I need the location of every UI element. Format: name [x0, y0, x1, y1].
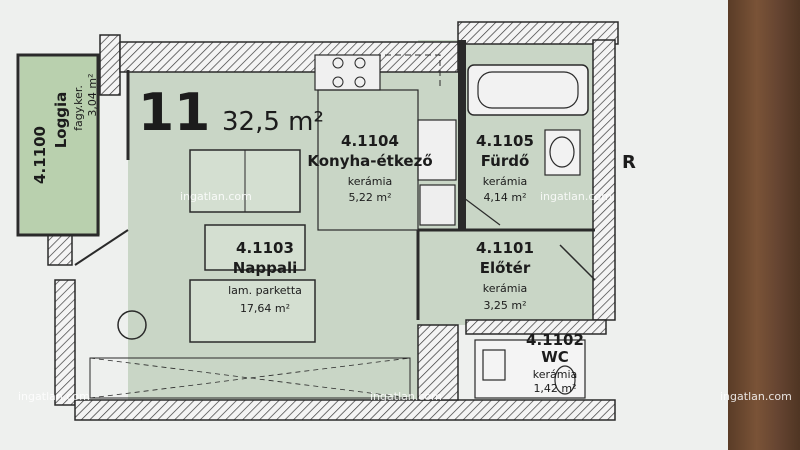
room-area: 5,22 m² — [348, 191, 391, 204]
burner-icon — [354, 57, 366, 69]
wall-bath-left — [458, 40, 466, 230]
loggia-door-swing — [74, 229, 129, 266]
loggia-name: Loggia — [52, 92, 70, 149]
room-area: 1,42 m² — [533, 382, 576, 395]
kitchen-sink — [417, 119, 457, 181]
bath-door — [459, 194, 501, 226]
room-number: 4.1102 — [526, 331, 584, 349]
toilet — [554, 365, 576, 395]
room-number: 4.1104 — [341, 132, 399, 150]
bathtub-basin — [477, 71, 579, 109]
burner-icon — [332, 76, 344, 88]
washbasin-bowl — [549, 136, 575, 168]
wall-left-stub — [47, 234, 73, 266]
room-number: 4.1101 — [476, 239, 534, 257]
room-number: 4.1103 — [236, 239, 294, 257]
room-material: kerámia — [483, 175, 528, 188]
burner-icon — [354, 76, 366, 88]
room-name: Nappali — [233, 259, 298, 277]
room-material: lam. parketta — [228, 284, 302, 297]
room-material: kerámia — [483, 282, 528, 295]
wall-loggia-top — [99, 34, 121, 96]
room-material: kerámia — [533, 368, 578, 381]
room-area: 3,25 m² — [483, 299, 526, 312]
wall-bottom — [74, 399, 616, 421]
wall-right — [592, 39, 616, 321]
room-area: 17,64 m² — [240, 302, 290, 315]
sofa — [189, 279, 316, 343]
wardrobe — [89, 357, 411, 399]
room-number: 4.1105 — [476, 132, 534, 150]
coffee-table — [204, 224, 306, 271]
room-number: 4.1100 — [31, 126, 49, 184]
loggia-outline — [16, 53, 100, 237]
wall-top-right — [457, 21, 619, 45]
wall-left — [54, 279, 76, 406]
loggia-material: fagy.ker. — [72, 85, 85, 131]
room-material: fagy.ker. — [72, 85, 85, 131]
wc-basin — [482, 349, 506, 381]
wall-top — [119, 41, 459, 73]
room-name: Előtér — [480, 259, 531, 277]
wall-wc-left — [417, 324, 459, 401]
room-name: Loggia — [52, 92, 70, 149]
side-letter: R — [622, 152, 636, 173]
loggia-label: 4.1100 — [31, 126, 49, 184]
entrance-door — [559, 244, 596, 281]
wall-wc-top — [465, 319, 607, 335]
kitchen-cabinet-line — [315, 54, 441, 90]
burner-icon — [332, 57, 344, 69]
room-material: kerámia — [348, 175, 393, 188]
room-area: 4,14 m² — [483, 191, 526, 204]
armchair — [117, 310, 147, 340]
wooden-desk — [728, 0, 800, 450]
watermark: ingatlan.com — [370, 390, 442, 403]
kitchen-counter — [317, 89, 419, 231]
apartment-area: 32,5 m² — [222, 107, 324, 137]
watermark: ingatlan.com — [540, 190, 612, 203]
loggia-area: 3,04 m² — [86, 73, 99, 116]
fridge — [419, 184, 456, 226]
room-name: Konyha-étkező — [307, 152, 432, 170]
stove — [314, 54, 381, 91]
watermark: ingatlan.com — [720, 390, 792, 403]
room-name: WC — [541, 348, 569, 366]
watermark: ingatlan.com — [180, 190, 252, 203]
apartment-number: 11 — [138, 83, 210, 143]
watermark: ingatlan.com — [18, 390, 90, 403]
room-area: 3,04 m² — [86, 73, 99, 116]
bathtub — [467, 64, 589, 116]
room-name: Fürdő — [481, 152, 530, 170]
loggia-floor — [20, 55, 100, 235]
